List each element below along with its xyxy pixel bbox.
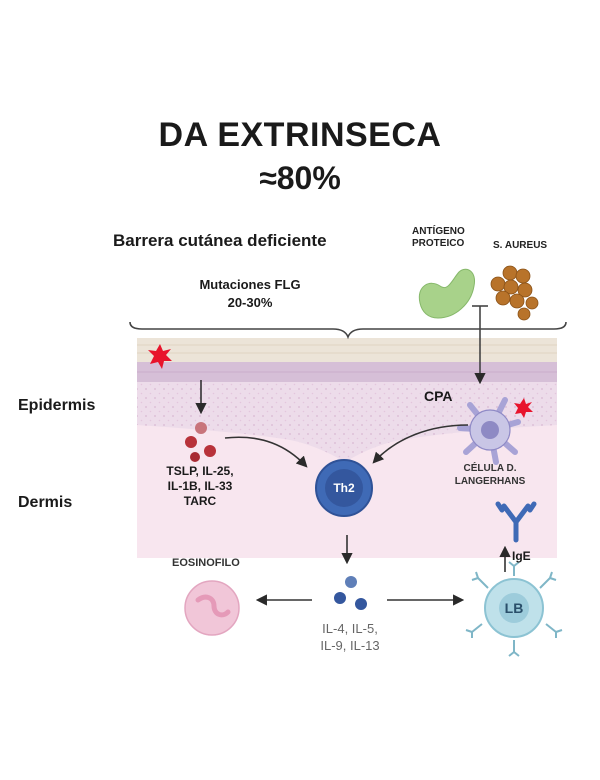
- stratum-corneum: [137, 338, 557, 362]
- damage-star-icon: [148, 344, 172, 369]
- eosinophil-cell-icon: [184, 580, 240, 636]
- th2-cell-icon: [315, 459, 373, 517]
- protein-antigen-icon: [418, 268, 476, 319]
- langerhans-cell-icon: [457, 397, 521, 465]
- s-aureus-icon: [490, 265, 539, 321]
- cytokine-cluster-icon: [185, 422, 216, 462]
- dermis-label: Dermis: [18, 494, 73, 511]
- cytokine-to-th2-arrow: [224, 436, 308, 468]
- cpa-label: CPA: [424, 388, 453, 404]
- antigen-label: ANTÍGENO PROTEICO: [412, 226, 465, 249]
- eosinophil-label: EOSINOFILO: [172, 557, 240, 569]
- ige-antibody-icon: [495, 501, 537, 543]
- epidermis-label: Epidermis: [18, 397, 96, 414]
- barrier-label: Barrera cutánea deficiente: [113, 231, 327, 250]
- diagram-title: DA EXTRINSECA: [158, 116, 442, 154]
- langerhans-star-icon: [514, 398, 533, 418]
- diagram-subtitle: ≈80%: [259, 160, 341, 196]
- s-aureus-label: S. AUREUS: [493, 240, 548, 251]
- lb-label: LB: [504, 600, 524, 616]
- ige-label: IgE: [512, 549, 531, 563]
- barrier-brace: [129, 321, 567, 340]
- cytokines-label: TSLP, IL-25, IL-1B, IL-33 TARC: [166, 464, 234, 508]
- interleukin-cluster-icon: [334, 576, 367, 610]
- cpa-to-th2-arrow: [372, 424, 469, 464]
- mutations-label: Mutaciones FLG 20-30%: [199, 277, 301, 310]
- interleukins-label: IL-4, IL-5, IL-9, IL-13: [320, 621, 380, 653]
- th2-label: Th2: [333, 481, 355, 495]
- langerhans-label: CÉLULA D. LANGERHANS: [454, 463, 526, 487]
- lb-cell-icon: [465, 561, 563, 657]
